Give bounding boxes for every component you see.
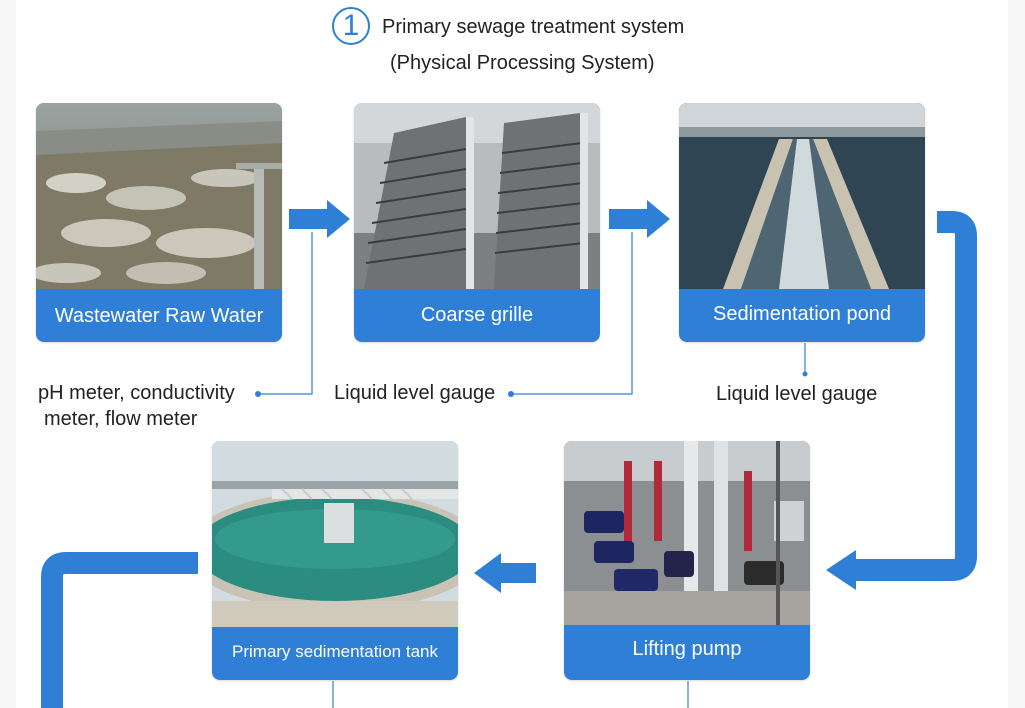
- sedimentation-pond-photo: [679, 103, 925, 289]
- card-label: Lifting pump: [632, 638, 742, 660]
- flow-connector-right: [854, 211, 977, 581]
- left-margin-strip: [0, 0, 16, 708]
- coarse-grille-photo: [354, 103, 600, 289]
- right-margin-strip: [1008, 0, 1025, 708]
- step-number-badge: 1: [332, 7, 370, 45]
- diagram-title: Primary sewage treatment system: [382, 16, 685, 38]
- instrument-raw-water-line2: meter, flow meter: [44, 408, 198, 430]
- instrument-grille: Liquid level gauge: [334, 382, 496, 404]
- flow-arrow-3: [474, 553, 536, 593]
- raw-water-photo: [36, 103, 282, 289]
- card-label: Coarse grille: [420, 304, 534, 326]
- lifting-pump-photo: [564, 441, 810, 625]
- card-lifting-pump: Lifting pump: [564, 441, 810, 680]
- card-label: Wastewater Raw Water: [54, 305, 264, 327]
- diagram-subtitle: (Physical Processing System): [390, 52, 655, 74]
- card-sedimentation-pond: Sedimentation pond: [679, 103, 925, 342]
- flow-arrowhead-right: [826, 550, 856, 590]
- flow-arrow-1: [289, 200, 350, 238]
- primary-sedimentation-tank-photo: [212, 441, 458, 627]
- instrument-raw-water-line1: pH meter, conductivity: [38, 382, 235, 404]
- card-label: Primary sedimentation tank: [232, 642, 438, 661]
- flow-connector-left: [41, 552, 198, 708]
- card-wastewater-raw-water: Wastewater Raw Water: [36, 103, 282, 342]
- instrument-leader-raw-water: [258, 232, 313, 395]
- card-coarse-grille: Coarse grille: [354, 103, 600, 342]
- flow-arrow-2: [609, 200, 670, 238]
- instrument-pond: Liquid level gauge: [716, 383, 878, 405]
- card-label: Sedimentation pond: [713, 303, 891, 325]
- card-primary-sedimentation-tank: Primary sedimentation tank: [212, 441, 458, 680]
- instrument-leader-grille: [511, 232, 633, 395]
